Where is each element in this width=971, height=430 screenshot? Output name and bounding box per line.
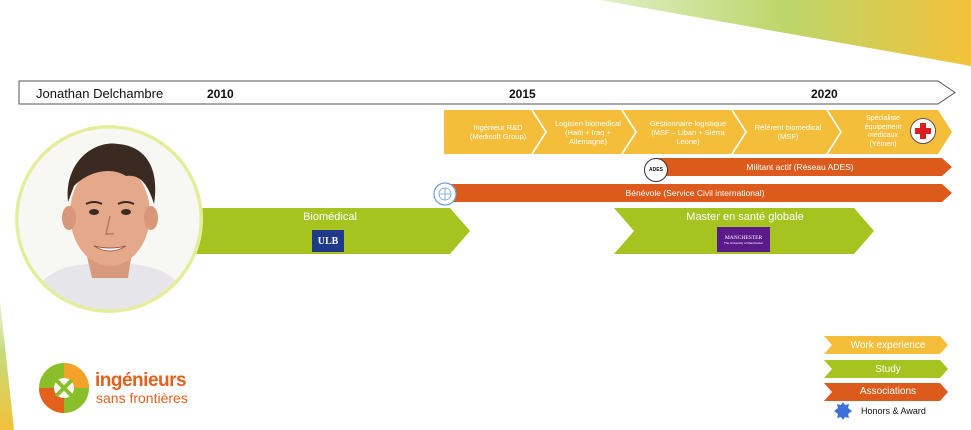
person-name: Jonathan Delchambre [36, 86, 164, 101]
ulb-logo: ULB [312, 230, 344, 252]
red-cross-icon [910, 118, 936, 144]
ulb-logo-text: ULB [317, 235, 339, 247]
ades-logo: ADES [644, 158, 668, 182]
work-item-4: Référent biomedical (MSF) [754, 123, 822, 141]
association-ades-label: Militant actif (Réseau ADES) [746, 162, 854, 172]
legend-associations-arrow [824, 383, 948, 401]
work-item-2: Logicien biomedical (Haïti + Iraq + Alle… [555, 118, 621, 146]
work-item-5: Spécialiste équipement médicaux (Yémen) [864, 115, 902, 148]
timeline-arrow [18, 80, 956, 105]
association-bar-sci [440, 184, 952, 202]
work-chevron-4 [733, 110, 840, 154]
study-biomedical-label: Biomédical [303, 211, 357, 223]
association-bars [440, 158, 952, 202]
legend-work-arrow [824, 336, 948, 354]
isf-logo-line1: ingénieurs [95, 370, 187, 391]
ades-logo-text: ADES [649, 167, 663, 173]
profile-photo [15, 125, 203, 313]
globe-icon [433, 182, 457, 206]
study-master-label: Master en santé globale [686, 211, 804, 223]
legend-work-label: Work experience [850, 340, 926, 351]
association-sci-label: Bénévole (Service Civil international) [625, 188, 765, 198]
honors-award-icon [834, 402, 852, 420]
manchester-logo-text: MANCHESTER [724, 234, 763, 241]
year-2015: 2015 [509, 87, 536, 101]
work-item-1: Ingénieur R&D (Medisoft Group) [469, 123, 527, 141]
legend-associations-label: Associations [859, 386, 917, 397]
work-chevron-2 [533, 110, 635, 154]
work-item-3: Gestionnaire logistique (MSF – Liban + S… [649, 118, 727, 146]
legend-honors-label: Honors & Award [861, 406, 926, 416]
manchester-logo-sub: The University of Manchester [723, 240, 763, 245]
legend-arrows [824, 336, 948, 401]
association-bar-ades [654, 158, 952, 176]
year-2020: 2020 [811, 87, 838, 101]
manchester-logo: MANCHESTER The University of Manchester [717, 227, 770, 252]
work-chevron-3 [623, 110, 745, 154]
isf-logo-line2: sans frontières [96, 390, 188, 406]
year-2010: 2010 [207, 87, 234, 101]
legend-study-label: Study [875, 364, 901, 375]
isf-logo-icon [39, 363, 89, 413]
legend-study-arrow [824, 360, 948, 378]
work-chevron-1 [444, 110, 545, 154]
